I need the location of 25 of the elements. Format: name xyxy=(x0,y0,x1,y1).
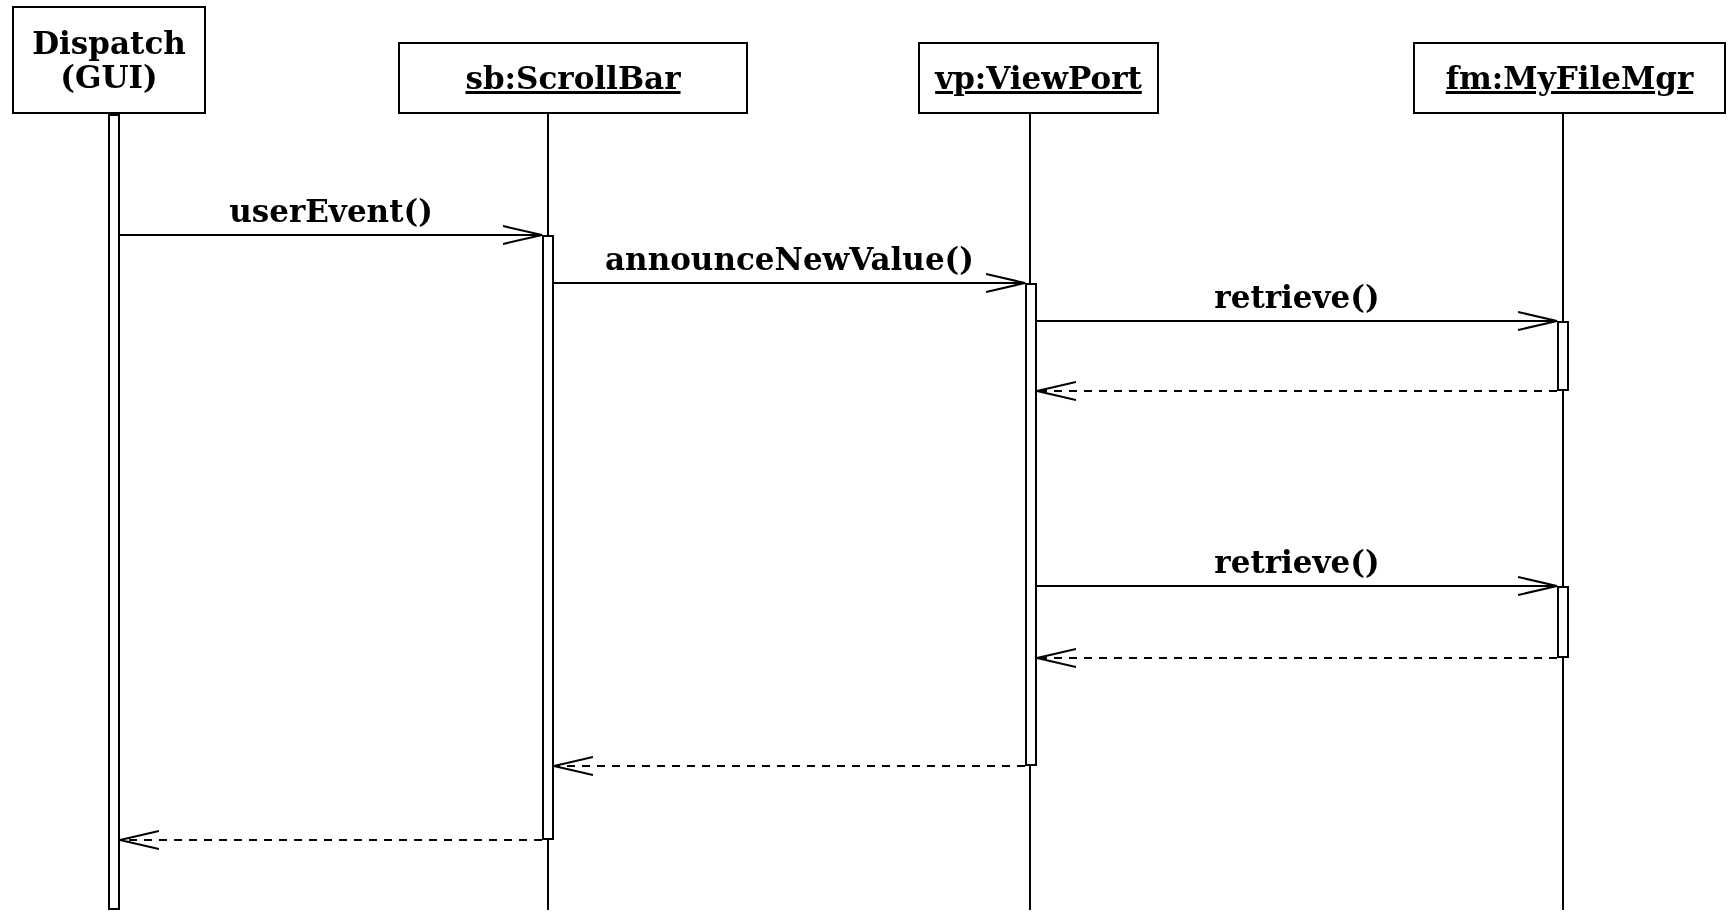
participant-box xyxy=(1413,42,1726,114)
activation-bar xyxy=(1025,283,1037,766)
edge-label: retrieve() xyxy=(1214,279,1380,315)
activation-bar xyxy=(1557,321,1569,391)
edge-label: userEvent() xyxy=(229,193,433,229)
message-arrow xyxy=(1036,576,1558,596)
activation-bar xyxy=(1557,586,1569,658)
participant-name: sb:ScrollBar xyxy=(465,61,681,95)
edge-label: announceNewValue() xyxy=(605,241,974,277)
message-arrow xyxy=(119,225,543,245)
return-arrow xyxy=(553,756,1026,776)
return-arrow xyxy=(1036,381,1558,401)
return-arrow xyxy=(1036,648,1558,668)
message-arrow xyxy=(553,273,1026,293)
participant-box xyxy=(12,6,206,114)
participant-name: fm:MyFileMgr xyxy=(1445,61,1694,95)
participant-name: Dispatch (GUI) xyxy=(31,26,187,94)
edge-label: retrieve() xyxy=(1214,544,1380,580)
participant-box xyxy=(398,42,748,114)
participant-name: vp:ViewPort xyxy=(935,61,1142,95)
return-arrow xyxy=(119,830,543,850)
activation-bar xyxy=(108,114,120,910)
participant-box xyxy=(918,42,1159,114)
message-arrow xyxy=(1036,311,1558,331)
activation-bar xyxy=(542,235,554,840)
